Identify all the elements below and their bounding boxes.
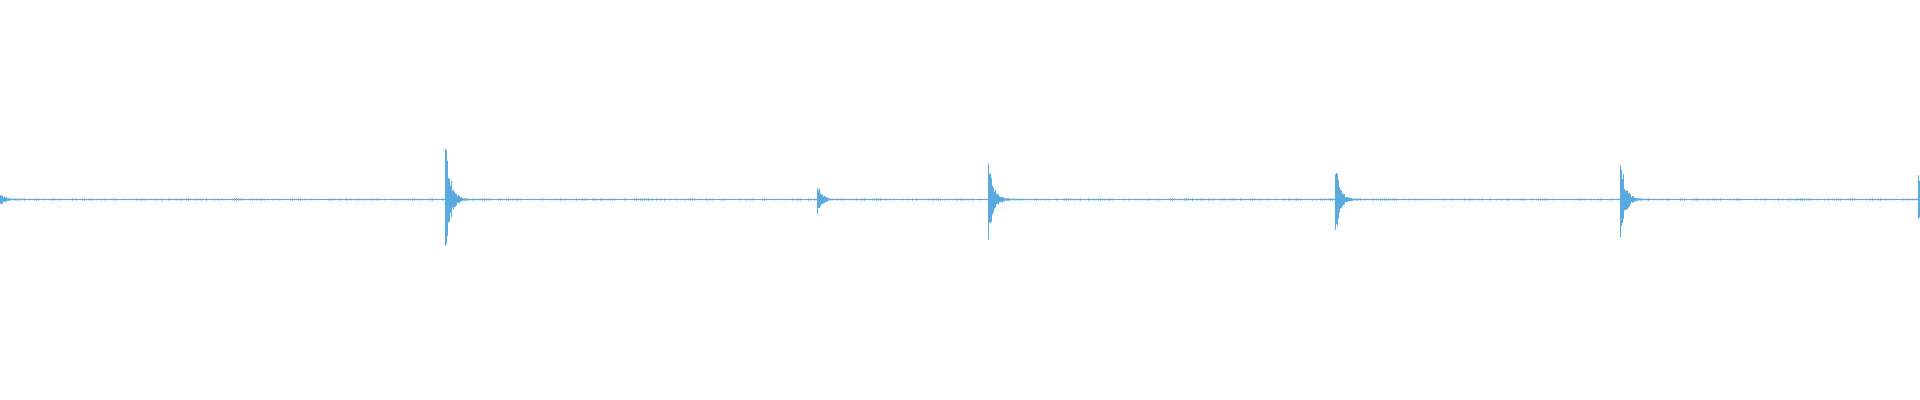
transient-6 — [1918, 175, 1920, 220]
transient-3 — [988, 163, 1028, 240]
transient-0 — [0, 195, 40, 205]
transient-2 — [817, 188, 857, 214]
transient-4 — [1335, 172, 1375, 230]
waveform-transients — [0, 148, 1920, 246]
transient-1 — [445, 148, 485, 246]
transient-5 — [1620, 165, 1660, 238]
